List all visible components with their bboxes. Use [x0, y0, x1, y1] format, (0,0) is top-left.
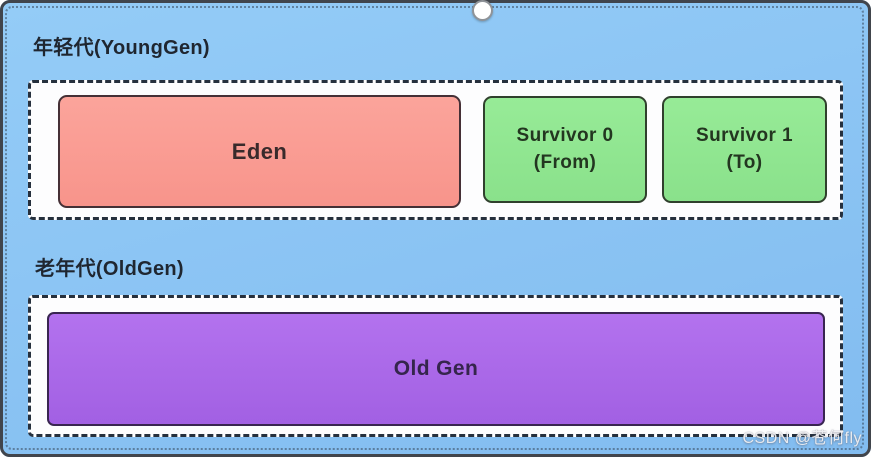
- top-resize-handle-icon[interactable]: [472, 0, 493, 21]
- oldgen-box[interactable]: Old Gen: [47, 312, 825, 426]
- survivor0-label: Survivor 0 (From): [516, 124, 614, 173]
- oldgen-label: Old Gen: [393, 357, 479, 380]
- younggen-container[interactable]: Eden Survivor 0 (From) Survivor 1 (To): [28, 80, 843, 220]
- younggen-section-label: 年轻代(YoungGen): [33, 37, 210, 59]
- eden-label: Eden: [231, 138, 288, 164]
- survivor1-label: Survivor 1 (To): [696, 124, 793, 173]
- watermark: CSDN @苍何fly: [742, 430, 862, 447]
- oldgen-container[interactable]: Old Gen: [28, 295, 843, 437]
- survivor1-box[interactable]: Survivor 1 (To): [662, 96, 827, 203]
- oldgen-section-label: 老年代(OldGen): [35, 258, 184, 280]
- survivor0-box[interactable]: Survivor 0 (From): [483, 96, 647, 203]
- eden-box[interactable]: Eden: [58, 95, 461, 208]
